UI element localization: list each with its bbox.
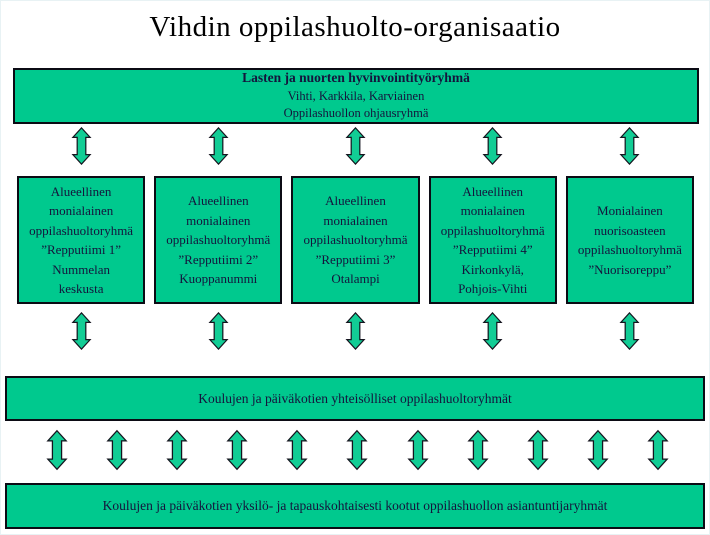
double-arrow-icon xyxy=(346,428,369,472)
double-arrow-icon xyxy=(481,312,504,350)
expert-groups-box: Koulujen ja päiväkotien yksilö- ja tapau… xyxy=(5,483,705,529)
box-line: ”Nuorisoreppu” xyxy=(588,261,672,277)
regional-box-repputiimi-3: Alueellinen monialainen oppilashuoltoryh… xyxy=(291,176,420,304)
double-arrow-icon xyxy=(46,428,68,472)
arrow-row-top xyxy=(17,127,694,165)
regional-boxes-row: Alueellinen monialainen oppilashuoltoryh… xyxy=(17,176,695,304)
double-arrow-icon xyxy=(481,127,504,165)
double-arrow-icon xyxy=(647,428,669,472)
double-arrow-icon xyxy=(467,428,489,472)
box-line: nuorisoasteen xyxy=(594,222,666,238)
community-groups-box: Koulujen ja päiväkotien yhteisölliset op… xyxy=(5,376,705,421)
box-line: oppilashuoltoryhmä xyxy=(166,232,271,248)
box-line: ”Repputiimi 1” xyxy=(41,242,121,257)
box-line: Kirkonkylä, xyxy=(461,261,524,277)
expert-groups-label: Koulujen ja päiväkotien yksilö- ja tapau… xyxy=(102,498,608,513)
regional-box-repputiimi-1: Alueellinen monialainen oppilashuoltoryh… xyxy=(17,176,146,304)
top-box-subtitle: Oppilashuollon ohjausryhmä xyxy=(283,106,429,121)
double-arrow-icon xyxy=(406,428,429,472)
double-arrow-icon xyxy=(207,312,230,350)
box-line: ”Repputiimi 3” xyxy=(315,251,396,267)
top-box-municipalities: Vihti, Karkkila, Karviainen xyxy=(287,88,425,103)
box-line: Pohjois-Vihti xyxy=(458,281,528,296)
box-line: Nummelan xyxy=(52,261,110,277)
box-line: Monialainen xyxy=(597,203,663,218)
page-title: Vihdin oppilashuolto-organisaatio xyxy=(149,11,561,43)
double-arrow-icon xyxy=(587,428,609,472)
box-line: monialainen xyxy=(186,212,251,228)
arrow-row-middle xyxy=(17,312,694,350)
box-line: Alueellinen xyxy=(325,193,386,209)
box-line: oppilashuoltoryhmä xyxy=(303,232,408,248)
box-line: monialainen xyxy=(460,203,525,218)
regional-box-nuorisoreppu: Monialainen nuorisoasteen oppilashuoltor… xyxy=(565,176,695,304)
double-arrow-icon xyxy=(226,428,248,472)
double-arrow-icon xyxy=(618,127,641,165)
box-line: monialainen xyxy=(323,212,388,228)
double-arrow-icon xyxy=(344,312,367,350)
box-line: oppilashuoltoryhmä xyxy=(577,242,682,257)
double-arrow-icon xyxy=(166,428,188,472)
box-line: Alueellinen xyxy=(462,183,524,199)
double-arrow-icon xyxy=(207,127,230,165)
regional-box-repputiimi-4: Alueellinen monialainen oppilashuoltoryh… xyxy=(428,176,557,304)
arrow-row-bottom xyxy=(46,428,669,472)
double-arrow-icon xyxy=(286,428,308,472)
box-line: Kuoppanummi xyxy=(179,271,258,287)
community-groups-label: Koulujen ja päiväkotien yhteisölliset op… xyxy=(198,390,512,406)
double-arrow-icon xyxy=(106,428,128,472)
box-line: Otalampi xyxy=(331,271,380,287)
box-line: Alueellinen xyxy=(187,193,249,209)
top-box-title: Lasten ja nuorten hyvinvointityöryhmä xyxy=(242,70,470,86)
double-arrow-icon xyxy=(527,428,549,472)
box-line: Alueellinen xyxy=(50,183,112,199)
double-arrow-icon xyxy=(70,127,93,165)
double-arrow-icon xyxy=(618,312,641,350)
box-line: monialainen xyxy=(48,203,114,218)
double-arrow-icon xyxy=(344,127,367,165)
double-arrow-icon xyxy=(70,312,93,350)
box-line: oppilashuoltoryhmä xyxy=(29,222,134,238)
box-line: ”Repputiimi 2” xyxy=(178,251,259,267)
box-line: keskusta xyxy=(58,281,104,296)
regional-box-repputiimi-2: Alueellinen monialainen oppilashuoltoryh… xyxy=(154,176,283,304)
box-line: ”Repputiimi 4” xyxy=(452,242,533,257)
box-line: oppilashuoltoryhmä xyxy=(440,222,545,238)
top-steering-group-box: Lasten ja nuorten hyvinvointityöryhmä Vi… xyxy=(13,68,699,124)
